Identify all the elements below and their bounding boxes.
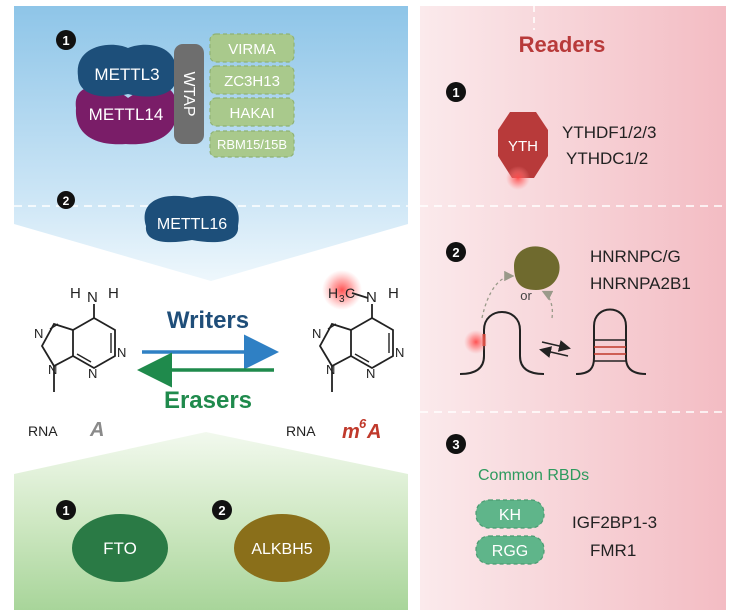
readers-panel: Readers 1 YTH YTHDF1/2/3 YTHDC1/2 2 HNRN… xyxy=(420,6,726,610)
mettl3-protein xyxy=(77,44,177,97)
yth-domain-label: YTH xyxy=(508,138,538,155)
right-ring-n2: N xyxy=(366,366,375,381)
writers-step2-badge xyxy=(57,191,75,209)
erasers-label: Erasers xyxy=(164,387,252,414)
methyl-glow xyxy=(322,270,362,310)
writers-step1-badge xyxy=(56,30,76,50)
left-base-label: A xyxy=(89,419,104,441)
mettl14-label: METTL14 xyxy=(89,105,164,124)
right-base-sup: 6 xyxy=(359,416,367,431)
writers-label: Writers xyxy=(167,307,249,334)
erasers-panel: 1 FTO 2 ALKBH5 xyxy=(14,432,408,610)
erasers-step1-badge xyxy=(56,500,76,520)
kh-domain-box xyxy=(475,499,545,529)
right-amino-n: N xyxy=(366,289,377,306)
common-rbds-title: Common RBDs xyxy=(478,467,589,484)
right-base-a: A xyxy=(366,421,381,443)
adaptor-box-rbm15 xyxy=(209,130,295,158)
methyl-subscript: 3 xyxy=(339,294,345,305)
or-arrow-right xyxy=(541,290,554,319)
erasers-step2-badge xyxy=(212,500,232,520)
adaptor-box-virma xyxy=(209,33,295,63)
left-ring-n2: N xyxy=(88,366,97,381)
erasers-background xyxy=(14,432,408,610)
right-ring-n4: N xyxy=(326,362,335,377)
writers-panel: 1 METTL14 METTL3 WTAP VIRMA ZC3H13 HAKAI… xyxy=(14,6,408,281)
m6a-structure xyxy=(318,292,394,392)
fto-label: FTO xyxy=(103,539,137,558)
methyl-h: H xyxy=(328,285,338,301)
erasers-step1-number: 1 xyxy=(62,503,69,518)
right-rna-label: RNA xyxy=(286,423,316,439)
rgg-domain-label: RGG xyxy=(492,543,528,560)
fto-protein xyxy=(72,514,168,582)
adaptor-list: VIRMA ZC3H13 HAKAI RBM15/15B xyxy=(209,33,295,158)
rna-hairpin-left xyxy=(459,311,545,375)
mettl16-label: METTL16 xyxy=(157,216,227,233)
hairpin-left-glow xyxy=(464,330,488,354)
igf-line1: IGF2BP1-3 xyxy=(572,513,657,532)
adaptor-zc3h13: ZC3H13 xyxy=(224,73,280,90)
erasers-step2-number: 2 xyxy=(218,503,225,518)
yth-line2: YTHDC1/2 xyxy=(566,149,648,168)
yth-domain-shape xyxy=(498,112,548,178)
methyl-c: C xyxy=(345,285,355,301)
left-rna-label: RNA xyxy=(28,423,58,439)
adaptor-box-hakai xyxy=(209,97,295,127)
adaptor-virma: VIRMA xyxy=(228,41,276,58)
readers-step2-number: 2 xyxy=(452,245,459,260)
left-amino-h1: H xyxy=(70,285,81,302)
writers-step1-number: 1 xyxy=(62,33,69,48)
right-amino-h: H xyxy=(388,285,399,302)
left-amino-n: N xyxy=(87,289,98,306)
readers-step1-number: 1 xyxy=(452,85,459,100)
adenine-structure xyxy=(40,304,116,392)
exchange-arrow-forward xyxy=(541,340,571,352)
adaptor-rbm15: RBM15/15B xyxy=(217,137,287,152)
left-ring-n4: N xyxy=(48,362,57,377)
exchange-arrow-back xyxy=(539,346,569,358)
readers-step1-badge xyxy=(446,82,466,102)
readers-title: Readers xyxy=(519,32,606,57)
right-ring-n1: N xyxy=(395,345,404,360)
readers-step3-number: 3 xyxy=(452,437,459,452)
mettl16-protein xyxy=(144,195,239,243)
wtap-protein xyxy=(174,44,204,144)
readers-step2-badge xyxy=(446,242,466,262)
left-amino-h2: H xyxy=(108,285,119,302)
mettl14-protein xyxy=(75,86,177,145)
rna-hairpin-right xyxy=(575,308,647,375)
alkbh5-protein xyxy=(234,514,330,582)
kh-domain-label: KH xyxy=(499,507,521,524)
left-ring-n3: N xyxy=(34,326,43,341)
alkbh5-label: ALKBH5 xyxy=(251,541,312,558)
readers-step3-badge xyxy=(446,434,466,454)
wtap-label: WTAP xyxy=(180,71,197,116)
hnrnp-line1: HNRNPC/G xyxy=(590,247,681,266)
right-ring-n3: N xyxy=(312,326,321,341)
reaction-area: H N H N N N N RNA A Writers Erasers H 3 … xyxy=(28,270,404,443)
rgg-domain-box xyxy=(475,535,545,565)
left-ring-n1: N xyxy=(117,345,126,360)
mettl3-label: METTL3 xyxy=(94,65,159,84)
adaptor-box-zc3h13 xyxy=(209,65,295,95)
adaptor-hakai: HAKAI xyxy=(229,105,274,122)
igf-line2: FMR1 xyxy=(590,541,636,560)
yth-line1: YTHDF1/2/3 xyxy=(562,123,656,142)
or-arrow-left xyxy=(481,270,515,319)
yth-red-glow xyxy=(506,166,530,190)
right-base-m: m xyxy=(342,421,360,443)
writers-step2-number: 2 xyxy=(63,194,70,208)
or-label: or xyxy=(520,288,532,303)
readers-background xyxy=(420,6,726,610)
hnrnp-protein xyxy=(514,246,560,290)
hnrnp-line2: HNRNPA2B1 xyxy=(590,274,691,293)
